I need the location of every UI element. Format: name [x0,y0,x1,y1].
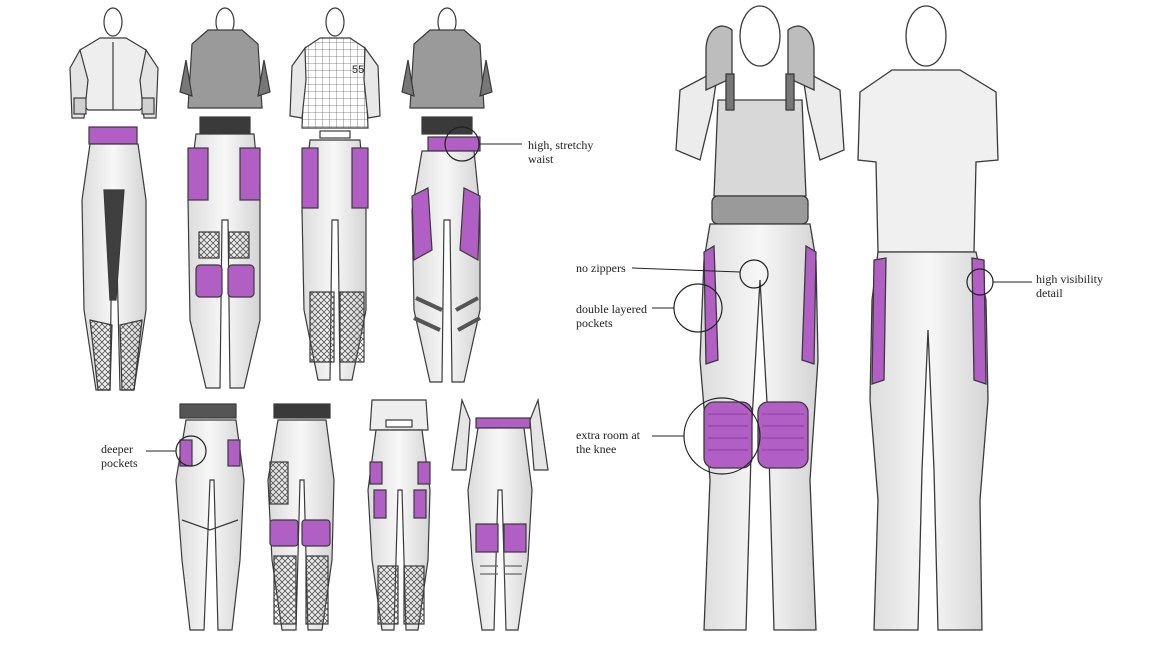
figure-2-front-vest [179,7,271,389]
annotation-text: waist [528,152,554,166]
figure-3-front-plaid: 55 [289,7,381,381]
annotation-text: high, stretchy [528,138,594,152]
jersey-number: 55 [352,64,364,76]
annotation-no-zippers: no zippers [576,261,626,275]
figure-8-front-banded-waist [451,397,549,631]
annotation-high-visibility: high visibility detail [1036,272,1103,300]
annotation-text: the knee [576,442,617,456]
figure-10-large-back [857,5,999,631]
callout-line-no-zippers [631,267,741,273]
annotation-text: no zippers [576,261,626,275]
figure-9-large-front-backpack [675,5,845,631]
annotation-text: pockets [576,316,613,330]
annotation-text: double layered [576,302,647,316]
annotation-text: high visibility [1036,272,1104,286]
figure-4-front-stretch-waist [401,7,493,383]
callout-circle-no-zippers [739,259,769,289]
figure-6-back-knee-pads [267,403,335,631]
figure-7-front-side-panels [367,399,431,631]
annotation-double-layered-pockets: double layered pockets [576,302,647,330]
annotation-text: extra room at [576,428,640,442]
annotation-extra-room-knee: extra room at the knee [576,428,640,456]
annotation-deeper-pockets: deeper pockets [101,442,138,470]
annotation-text: deeper [101,442,133,456]
annotation-high-stretchy-waist: high, stretchy waist [528,138,593,166]
annotation-text: detail [1036,286,1063,300]
figure-1-front-shirt [69,7,159,391]
annotation-text: pockets [101,456,138,470]
figure-5-back-deeper-pockets [175,403,245,631]
